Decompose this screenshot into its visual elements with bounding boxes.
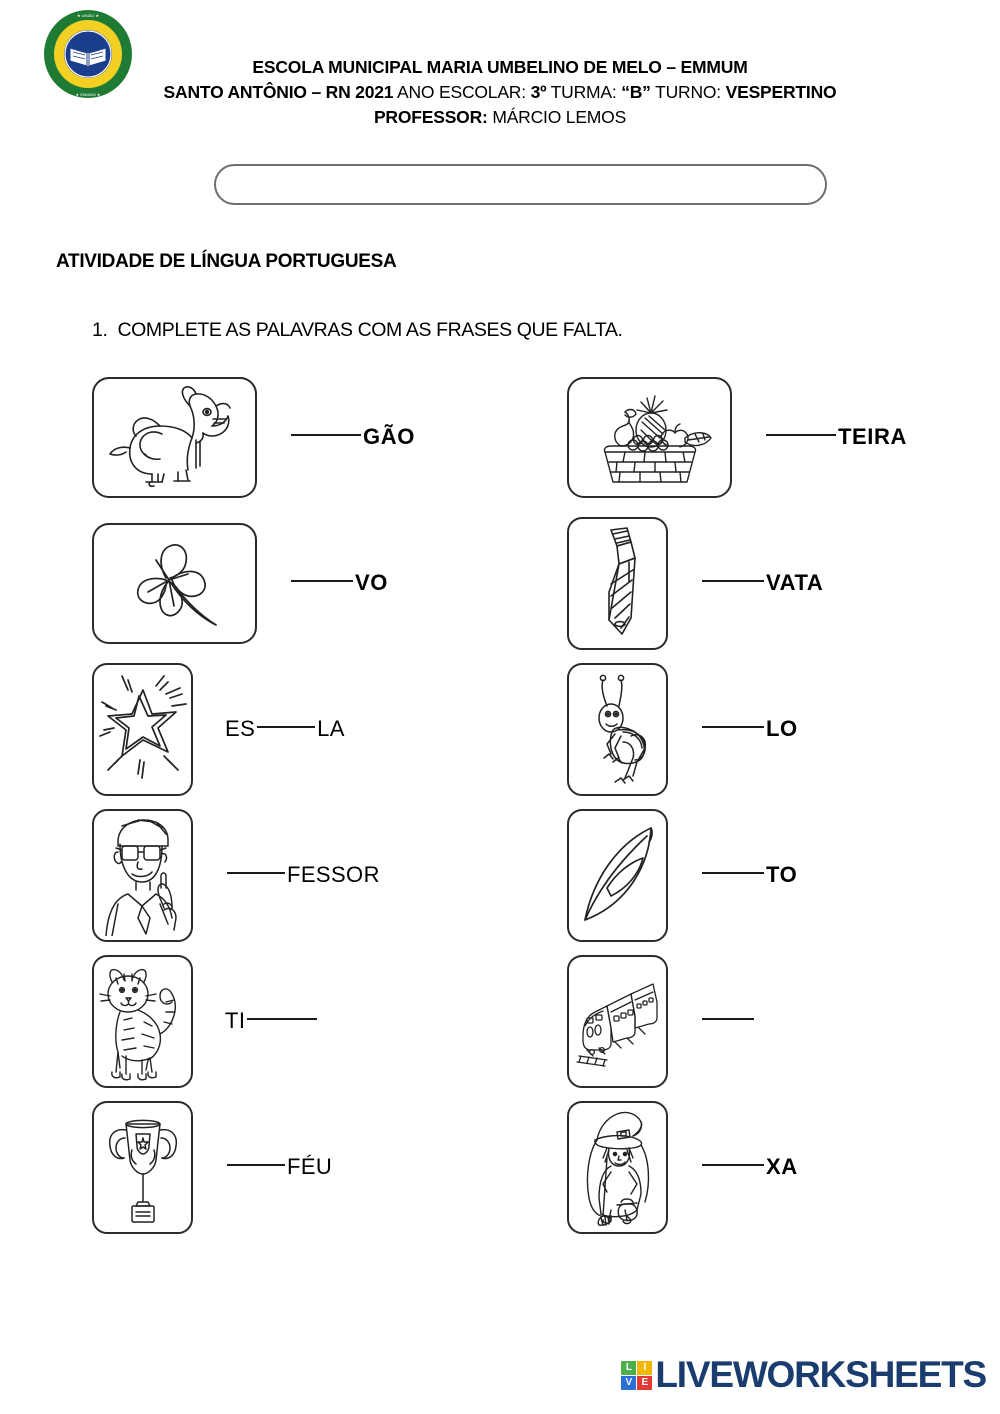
answer-blank[interactable] <box>702 872 764 874</box>
exercise-grid: GÃO <box>0 364 1000 1240</box>
shift-value: VESPERTINO <box>725 82 837 103</box>
answer-suffix: VATA <box>766 570 824 595</box>
page-title: ATIVIDADE DE LÍNGUA PORTUGUESA <box>56 251 397 272</box>
answer-blank[interactable] <box>247 1018 318 1020</box>
exercise-item <box>567 948 1000 1094</box>
instruction-text: COMPLETE AS PALAVRAS COM AS FRASES QUE F… <box>117 319 623 341</box>
school-logo: ★ UNIÃO ★ ★ EMMUM ★ <box>42 8 134 100</box>
answer-suffix: XA <box>766 1154 798 1179</box>
liveworksheets-brand-text: LIVEWORKSHEETS <box>655 1354 987 1395</box>
exercise-item: TO <box>567 802 1000 948</box>
school-name-line: ESCOLA MUNICIPAL MARIA UMBELINO DE MELO … <box>252 57 748 77</box>
necktie-illustration <box>567 516 668 650</box>
exercise-item: ES LA <box>92 656 567 802</box>
answer-line: TI <box>225 1008 319 1034</box>
exercise-item: LO <box>567 656 1000 802</box>
logo-tile-i: I <box>637 1360 653 1375</box>
answer-suffix: VO <box>355 570 388 595</box>
teacher-name: MÁRCIO LEMOS <box>487 107 627 128</box>
answer-line: GÃO <box>289 424 415 450</box>
answer-suffix: GÃO <box>363 424 415 449</box>
exercise-item: VATA <box>567 510 1000 656</box>
answer-suffix: FESSOR <box>287 862 380 887</box>
student-name-row <box>0 164 1000 205</box>
instruction-line: 1. COMPLETE AS PALAVRAS COM AS FRASES QUE… <box>0 319 1000 342</box>
answer-suffix: TEIRA <box>838 424 907 449</box>
answer-blank[interactable] <box>227 872 285 874</box>
answer-suffix: LO <box>766 716 798 741</box>
fruit-basket-illustration <box>567 376 732 498</box>
teacher-line: PROFESSOR: MÁRCIO LEMOS <box>90 106 910 129</box>
header-text-block: ESCOLA MUNICIPAL MARIA UMBELINO DE MELO … <box>0 56 1000 129</box>
answer-line: XA <box>700 1154 798 1180</box>
answer-blank[interactable] <box>257 726 316 728</box>
answer-suffix: LA <box>317 716 345 741</box>
answer-line: ES LA <box>225 716 345 742</box>
class-label: TURMA: <box>546 82 622 103</box>
leaf-pen-illustration <box>567 808 668 942</box>
answer-suffix: FÉU <box>287 1154 333 1179</box>
answer-line: LO <box>700 716 798 742</box>
answer-line: VO <box>289 570 388 596</box>
student-name-input[interactable] <box>214 164 827 205</box>
train-illustration <box>567 954 668 1088</box>
exercise-item: VO <box>92 510 567 656</box>
answer-blank[interactable] <box>702 580 764 582</box>
answer-line: VATA <box>700 570 823 596</box>
liveworksheets-logo-icon: L I V E <box>621 1360 653 1390</box>
logo-tile-v: V <box>621 1375 637 1390</box>
logo-tile-e: E <box>637 1375 653 1390</box>
answer-line: FESSOR <box>225 862 380 888</box>
logo-tile-l: L <box>621 1360 637 1375</box>
school-year-value: 3º <box>530 82 547 103</box>
exercise-item: GÃO <box>92 364 567 510</box>
answer-prefix: TI <box>225 1008 246 1033</box>
teacher-illustration <box>92 808 193 942</box>
witch-illustration <box>567 1100 668 1234</box>
city-year: SANTO ANTÔNIO – RN 2021 <box>163 82 394 103</box>
class-value: “B” <box>621 82 651 103</box>
instruction-number: 1. <box>92 319 108 341</box>
answer-line: TO <box>700 862 797 888</box>
answer-blank[interactable] <box>702 726 764 728</box>
answer-line: FÉU <box>225 1154 332 1180</box>
liveworksheets-footer: L I V E LIVEWORKSHEETS <box>621 1354 987 1396</box>
answer-blank[interactable] <box>702 1164 764 1166</box>
shift-label: TURNO: <box>650 82 726 103</box>
worksheet-header: ★ UNIÃO ★ ★ EMMUM ★ ESCOLA MUNICIPAL MAR… <box>0 0 1000 130</box>
exercise-item: FÉU <box>92 1094 567 1240</box>
svg-text:★ EMMUM ★: ★ EMMUM ★ <box>76 92 101 97</box>
answer-blank[interactable] <box>702 1018 754 1020</box>
exercise-item: TI <box>92 948 567 1094</box>
grasshopper-illustration <box>567 662 668 796</box>
dragon-illustration <box>92 376 257 498</box>
star-illustration <box>92 662 193 796</box>
answer-blank[interactable] <box>227 1164 285 1166</box>
exercise-item: XA <box>567 1094 1000 1240</box>
answer-suffix: TO <box>766 862 798 887</box>
exercise-item: FESSOR <box>92 802 567 948</box>
answer-line <box>700 1018 756 1024</box>
school-info-line: SANTO ANTÔNIO – RN 2021 ANO ESCOLAR: 3º … <box>90 81 910 104</box>
answer-blank[interactable] <box>291 580 353 582</box>
teacher-label: PROFESSOR: <box>373 107 488 128</box>
answer-prefix: ES <box>225 716 256 741</box>
answer-blank[interactable] <box>291 434 361 436</box>
answer-line: TEIRA <box>764 424 907 450</box>
tiger-illustration <box>92 954 193 1088</box>
trophy-illustration <box>92 1100 193 1234</box>
exercise-item: TEIRA <box>567 364 1000 510</box>
school-year-label: ANO ESCOLAR: <box>393 82 531 103</box>
four-leaf-clover-illustration <box>92 522 257 644</box>
svg-text:★ UNIÃO ★: ★ UNIÃO ★ <box>77 13 99 18</box>
answer-blank[interactable] <box>766 434 836 436</box>
